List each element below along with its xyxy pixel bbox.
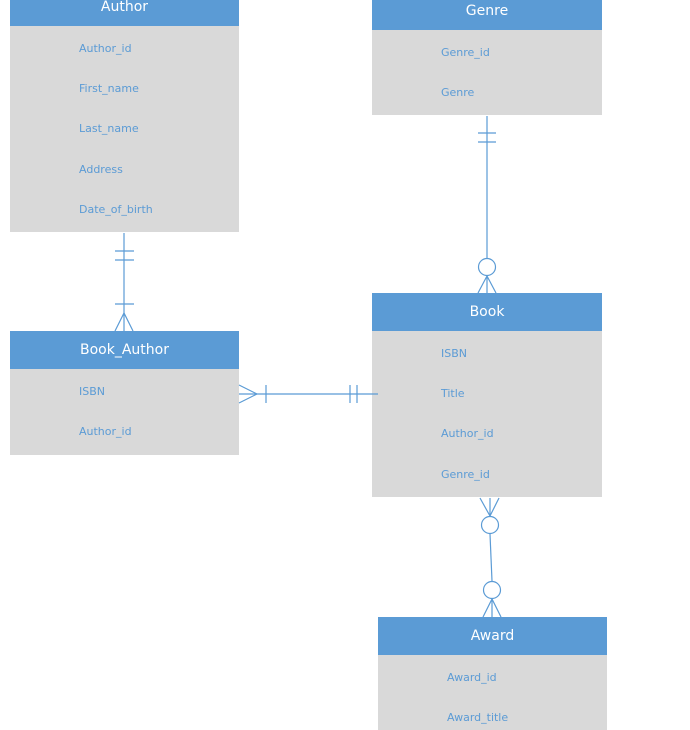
award-attr-award-title: Award_title [447, 711, 509, 724]
book-entity[interactable]: Book ISBN Title Author_id Genre_id [372, 293, 602, 497]
book-attr-author-id: Author_id [441, 427, 494, 440]
book-author-book-relationship [238, 384, 378, 404]
book-attr-genre-id: Genre_id [441, 468, 490, 481]
author-entity[interactable]: Author Author_id First_name Last_name Ad… [10, 0, 239, 232]
genre-attr-genre-id: Genre_id [441, 46, 490, 59]
book-author-entity[interactable]: Book_Author ISBN Author_id [10, 331, 239, 455]
book-attr-isbn: ISBN [441, 347, 468, 360]
author-attr-date-of-birth: Date_of_birth [79, 203, 153, 216]
book-author-attr-isbn: ISBN [79, 385, 106, 398]
author-book-author-relationship [114, 233, 134, 332]
book-award-relationship [479, 497, 502, 618]
author-entity-title: Author [10, 0, 239, 26]
author-attr-author-id: Author_id [79, 42, 132, 55]
genre-attr-genre: Genre [441, 86, 475, 99]
author-attr-address: Address [79, 163, 123, 176]
award-entity[interactable]: Award Award_id Award_title [378, 617, 607, 730]
book-author-attr-author-id: Author_id [79, 425, 132, 438]
award-entity-title: Award [378, 617, 607, 655]
book-attr-title: Title [441, 387, 465, 400]
genre-book-relationship [477, 116, 497, 294]
genre-entity[interactable]: Genre Genre_id Genre [372, 0, 602, 115]
author-attr-first-name: First_name [79, 82, 139, 95]
book-author-entity-title: Book_Author [10, 331, 239, 369]
genre-entity-title: Genre [372, 0, 602, 30]
book-entity-title: Book [372, 293, 602, 331]
author-attr-last-name: Last_name [79, 122, 139, 135]
award-attr-award-id: Award_id [447, 671, 497, 684]
